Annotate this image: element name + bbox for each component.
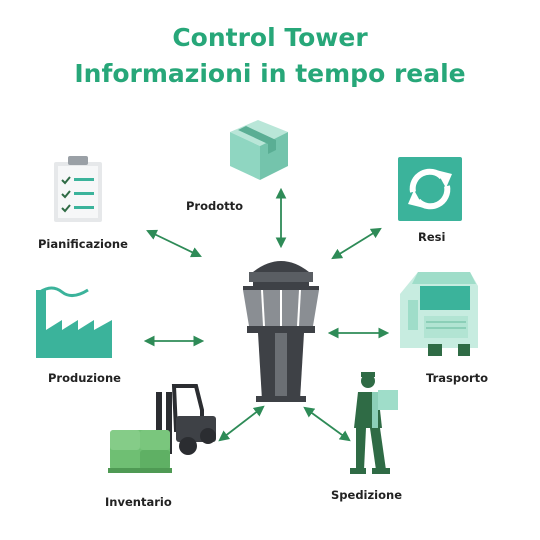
arrow-inventario <box>218 405 265 442</box>
label-resi: Resi <box>418 230 446 244</box>
connector-arrows <box>143 187 390 442</box>
clipboard-checklist-icon <box>54 156 102 222</box>
arrow-spedizione <box>303 406 351 442</box>
label-produzione: Produzione <box>48 371 121 385</box>
title-line-2: Informazioni in tempo reale <box>74 59 466 88</box>
box-icon <box>230 120 288 180</box>
label-spedizione: Spedizione <box>331 488 403 502</box>
refresh-icon <box>398 157 462 221</box>
label-inventario: Inventario <box>105 495 172 509</box>
truck-icon <box>400 272 478 356</box>
control-tower-icon <box>243 261 319 402</box>
forklift-icon <box>108 384 216 473</box>
label-pianificazione: Pianificazione <box>38 237 128 251</box>
arrow-resi <box>331 227 382 260</box>
delivery-worker-icon <box>350 372 398 474</box>
title-line-1: Control Tower <box>172 23 368 52</box>
label-prodotto: Prodotto <box>186 199 244 213</box>
label-trasporto: Trasporto <box>426 371 489 385</box>
factory-icon <box>36 286 112 358</box>
arrow-pianificazione <box>146 229 202 258</box>
